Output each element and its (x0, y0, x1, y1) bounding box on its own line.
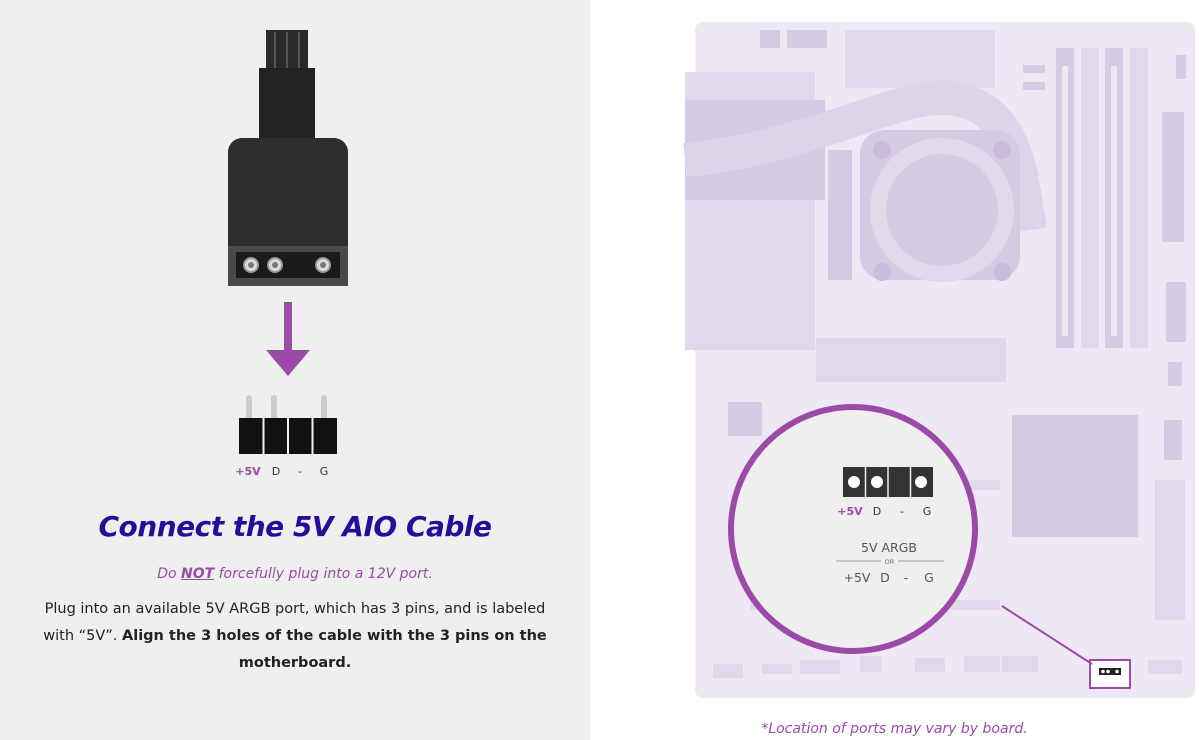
magnifier-pin-label-minus: - (900, 505, 904, 518)
instruction-panel: +5V D - G Connect the 5V AIO Cable Do NO… (0, 0, 590, 740)
warning-emphasis: NOT (181, 566, 215, 582)
warning-suffix: forcefully plug into a 12V port. (214, 566, 433, 582)
warning-text: Do NOT forcefully plug into a 12V port. (0, 566, 590, 582)
motherboard-panel: +5V D - G 5V ARGB OR +5V D - G (590, 0, 1199, 740)
magnifier-pin-label-5v: +5V (837, 505, 863, 518)
alt-label-5v: +5V (844, 570, 871, 585)
alt-label-d: D (880, 570, 890, 585)
instruction-text: Plug into an available 5V ARGB port, whi… (30, 596, 560, 677)
pin-label-5v: +5V (235, 465, 261, 478)
pin-label-d: D (272, 465, 280, 478)
instruction-plain: Plug into an available 5V ARGB port, whi… (43, 601, 546, 644)
magnifier-pin-label-d: D (873, 505, 881, 518)
motherboard-illustration: +5V D - G 5V ARGB OR +5V D - G (683, 22, 1195, 698)
magnifier-circle (728, 404, 978, 654)
down-arrow-icon (266, 302, 310, 376)
or-label: OR (885, 558, 895, 566)
footnote: *Location of ports may vary by board. (761, 721, 1028, 737)
alt-label-minus: - (904, 570, 909, 585)
magnifier-pin-label-g: G (923, 505, 932, 518)
port-name-label: 5V ARGB (861, 540, 917, 555)
warning-prefix: Do (157, 566, 181, 582)
cable-illustration: +5V D - G (228, 30, 348, 478)
page-title: Connect the 5V AIO Cable (98, 510, 492, 543)
alt-label-g: G (924, 570, 934, 585)
pin-label-minus: - (298, 465, 302, 478)
instruction-bold: Align the 3 holes of the cable with the … (122, 628, 547, 671)
pin-header-icon (239, 395, 337, 454)
aio-cable-plug-icon (228, 30, 348, 286)
pin-label-g: G (320, 465, 329, 478)
